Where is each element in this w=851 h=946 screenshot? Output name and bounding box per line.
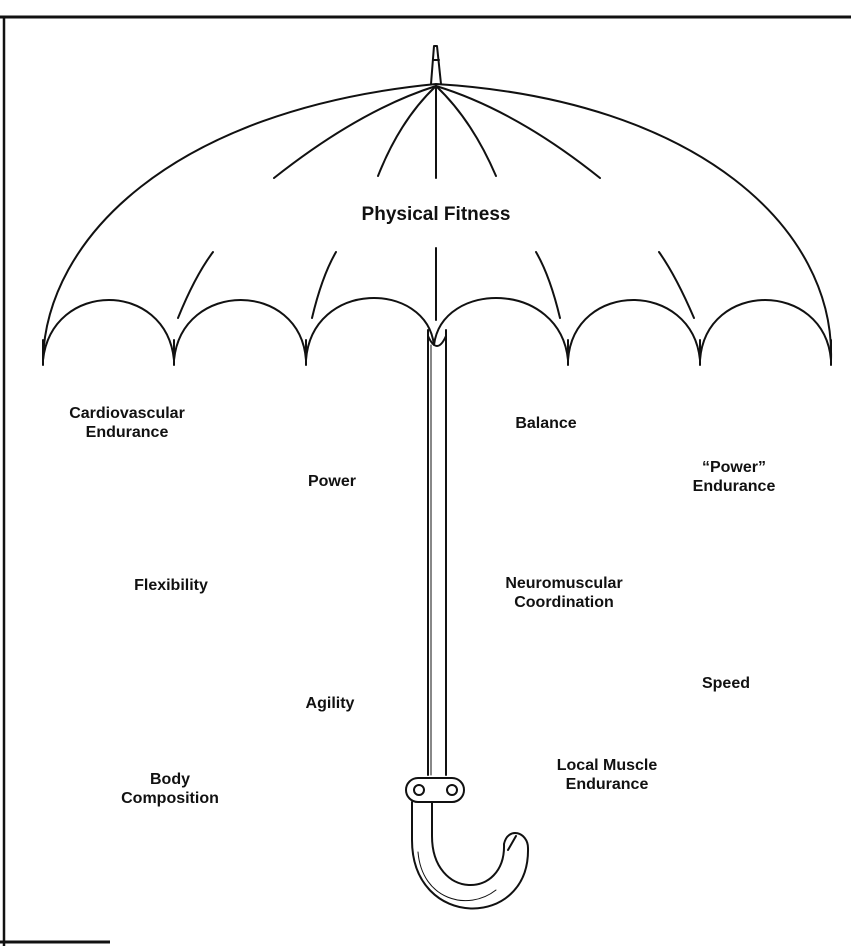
umbrella-handle-rivet	[447, 785, 457, 795]
umbrella-shaft-collar	[428, 336, 446, 346]
label-flexibility: Flexibility	[113, 576, 229, 595]
umbrella-rib	[659, 252, 694, 318]
umbrella-rib	[436, 86, 496, 176]
umbrella-hook-handle	[412, 802, 528, 909]
umbrella-rib	[312, 252, 336, 318]
label-agility: Agility	[288, 694, 372, 713]
umbrella-rib	[536, 252, 560, 318]
label-local-muscle-endurance: Local Muscle Endurance	[536, 756, 678, 794]
label-balance: Balance	[498, 414, 594, 433]
umbrella-rib-tips	[43, 340, 831, 365]
label-power-endurance: “Power” Endurance	[672, 458, 796, 496]
umbrella-rib	[436, 86, 600, 178]
umbrella-handle-tip-mark	[508, 836, 516, 850]
label-cardiovascular-endurance: Cardiovascular Endurance	[46, 404, 208, 442]
diagram-title: Physical Fitness	[346, 205, 526, 224]
umbrella-handle-rivet	[414, 785, 424, 795]
label-neuromuscular-coordination: Neuromuscular Coordination	[484, 574, 644, 612]
umbrella-rib	[274, 86, 436, 178]
umbrella-tip	[431, 46, 441, 84]
label-power: Power	[292, 472, 372, 491]
label-speed: Speed	[680, 674, 772, 693]
label-body-composition: Body Composition	[106, 770, 234, 808]
umbrella-handle-highlight	[418, 852, 496, 901]
umbrella-rib	[378, 86, 436, 176]
